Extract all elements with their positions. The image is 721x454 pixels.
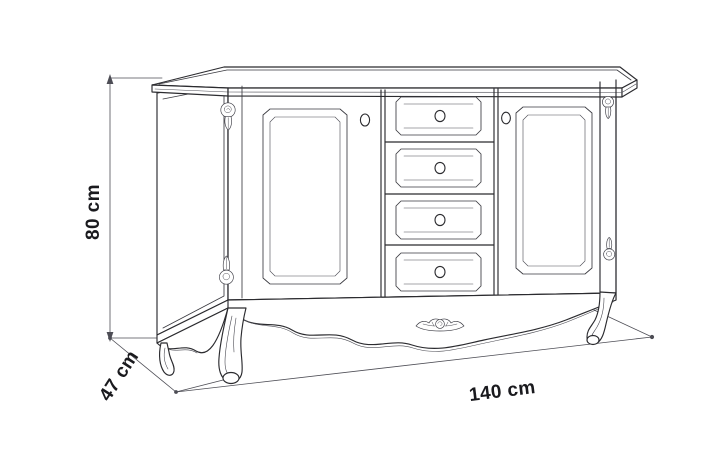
drawer-3[interactable] xyxy=(395,200,482,240)
back-left-leg-line xyxy=(163,347,169,370)
apron-scallop-left xyxy=(156,307,229,354)
top-slab xyxy=(151,66,638,98)
sideboard-body xyxy=(151,66,638,385)
rose-lower-right-bloom xyxy=(603,248,616,261)
right-door[interactable] xyxy=(501,106,593,275)
rose-upper-left-petal-inner xyxy=(224,105,232,113)
top-edge-groove-front xyxy=(227,91,623,93)
rose-lower-left-petal-inner xyxy=(222,273,230,281)
rose-upper-right-bloom xyxy=(602,96,614,108)
rose-upper-left-center xyxy=(226,108,230,111)
apron-floral-vein-right xyxy=(445,321,449,327)
front-left-leg-carve xyxy=(233,317,237,353)
drawer-4[interactable] xyxy=(395,252,482,292)
apron-floral-center-rose xyxy=(435,319,445,329)
carved-ornaments xyxy=(219,96,616,332)
height-dimension-80cm: 80 cm xyxy=(83,74,169,342)
apron-floral-vein-left xyxy=(431,321,435,327)
left-door[interactable] xyxy=(262,108,371,285)
rose-upper-right-icon xyxy=(602,96,614,119)
top-edge-highlight xyxy=(158,69,632,85)
top-edge-groove-left xyxy=(154,88,229,93)
drawer-3-knob[interactable] xyxy=(434,213,446,227)
width-dimension-label: 140 cm xyxy=(468,377,537,406)
rose-upper-left-bloom xyxy=(220,102,236,118)
right-door-panel-inner xyxy=(522,114,586,267)
rose-lower-left-bloom xyxy=(219,269,234,285)
left-door-panel-inner xyxy=(269,116,341,277)
apron-scallop-front xyxy=(227,292,617,349)
top-edge-groove-right xyxy=(621,83,637,93)
rose-upper-right-petal-inner xyxy=(604,98,611,105)
depth-dimension-label: 47 cm xyxy=(95,347,143,405)
drawer-1-knob[interactable] xyxy=(434,109,446,123)
right-door-knob[interactable] xyxy=(501,111,511,125)
drawer-1[interactable] xyxy=(395,96,482,136)
base-apron xyxy=(156,292,617,354)
drawer-2-knob[interactable] xyxy=(434,161,446,175)
left-side-panel xyxy=(156,78,229,336)
rose-lower-right-petal-inner xyxy=(606,251,612,257)
depth-dimension-line xyxy=(109,337,177,393)
right-door-panel-outer xyxy=(515,106,593,275)
front-right-leg-foot xyxy=(586,334,600,346)
rose-upper-left-icon xyxy=(220,102,236,131)
left-door-panel-outer xyxy=(262,108,348,285)
rose-lower-left-icon xyxy=(219,255,234,285)
legs xyxy=(159,291,617,385)
depth-extension-line xyxy=(175,377,232,393)
drawer-stack xyxy=(384,96,495,292)
apron-scallop-inner-line xyxy=(232,301,614,352)
front-left-leg-foot xyxy=(222,371,240,385)
front-right-leg xyxy=(586,291,617,346)
top-right-edge xyxy=(621,79,638,98)
drawer-2[interactable] xyxy=(395,148,482,188)
height-arrow-top xyxy=(106,74,114,84)
drawer-4-knob[interactable] xyxy=(434,265,446,279)
rose-lower-right-icon xyxy=(603,237,616,261)
front-left-leg xyxy=(218,307,247,385)
apron-center-floral-icon xyxy=(415,318,465,332)
apron-floral-center-petal xyxy=(437,321,443,326)
left-door-knob[interactable] xyxy=(359,113,371,127)
width-node xyxy=(649,334,655,340)
width-dimension-line xyxy=(175,336,653,393)
height-dimension-label: 80 cm xyxy=(83,184,104,240)
back-left-leg xyxy=(159,342,175,376)
